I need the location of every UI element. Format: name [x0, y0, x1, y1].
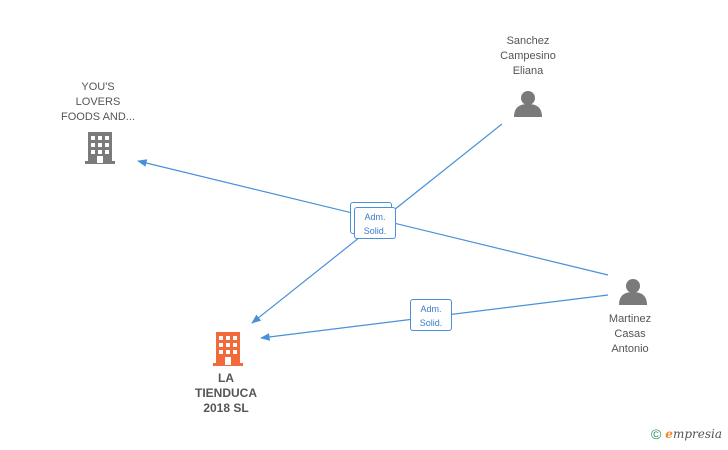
empresia-credit[interactable]: © empresia	[651, 426, 722, 442]
node-label-latienduca[interactable]: LA TIENDUCA 2018 SL	[195, 371, 257, 415]
person-icon[interactable]	[514, 91, 542, 117]
building-icon[interactable]	[85, 132, 115, 164]
edge-label-box[interactable]: Adm. Solid.	[410, 299, 452, 331]
edge-label-box[interactable]: Adm. Solid.	[354, 207, 396, 239]
node-label-youslovers[interactable]: YOU'S LOVERS FOODS AND...	[61, 81, 135, 123]
node-label-martinez[interactable]: Martinez Casas Antonio	[608, 313, 652, 355]
building-focus-icon[interactable]	[213, 332, 243, 366]
empresia-logo: empresia	[665, 427, 722, 441]
copyright-icon: ©	[650, 426, 662, 442]
node-label-sanchez[interactable]: Sanchez Campesino Eliana	[500, 35, 556, 77]
person-icon[interactable]	[619, 279, 647, 305]
